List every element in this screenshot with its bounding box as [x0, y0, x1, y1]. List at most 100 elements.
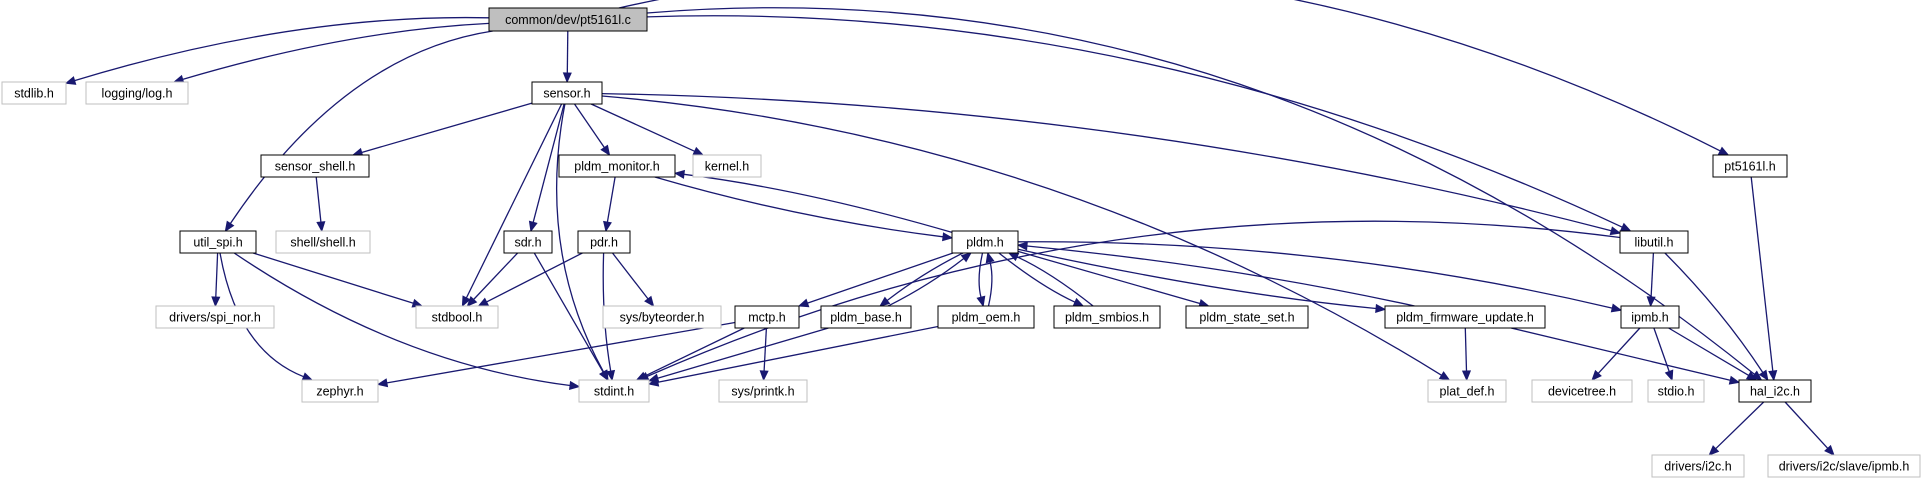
node-label: stdio.h	[1658, 385, 1695, 399]
node-box	[1712, 154, 1788, 178]
node-hal-i2c[interactable]: hal_i2c.h	[1738, 379, 1812, 403]
edge-line	[1464, 327, 1468, 372]
arrowhead-icon	[1461, 370, 1472, 382]
arrowhead-icon	[759, 370, 769, 382]
arrowhead-icon	[528, 220, 538, 233]
edge-line	[887, 257, 965, 307]
node-label: pldm.h	[966, 236, 1004, 250]
edge-mctp-to-zephyr	[376, 321, 736, 388]
edge-line	[657, 327, 829, 379]
node-i2c-slave-ipmb: drivers/i2c/slave/ipmb.h	[1767, 454, 1921, 478]
arrowhead-icon	[1728, 375, 1741, 385]
node-pldm-oem[interactable]: pldm_oem.h	[937, 305, 1035, 329]
arrowhead-icon	[1591, 369, 1602, 381]
arrowhead-icon	[1646, 296, 1656, 308]
node-label: stdlib.h	[14, 87, 54, 101]
arrowhead-icon	[879, 296, 891, 307]
edge-pldm_base-to-stdint	[647, 327, 829, 383]
arrowhead-icon	[1072, 297, 1085, 307]
edge-root-to-pt5161l	[618, 0, 1730, 156]
node-pldm-base[interactable]: pldm_base.h	[820, 305, 912, 329]
edge-line	[486, 252, 583, 303]
arrowhead-icon	[64, 76, 77, 85]
arrowhead-icon	[1758, 369, 1769, 382]
edge-pldm_monitor-to-pdr	[603, 176, 616, 233]
node-pldm-monitor[interactable]: pldm_monitor.h	[558, 154, 676, 178]
node-pt5161l[interactable]: pt5161l.h	[1712, 154, 1788, 178]
edge-pldm_oem-to-stdint	[647, 325, 939, 387]
edge-line	[533, 252, 604, 373]
edge-line	[807, 252, 954, 304]
node-box	[692, 154, 762, 178]
node-pldm-smbios[interactable]: pldm_smbios.h	[1053, 305, 1161, 329]
node-label: sensor.h	[543, 87, 590, 101]
edge-root-to-stdlib	[64, 16, 490, 85]
edge-line	[987, 261, 993, 307]
node-sensor-shell[interactable]: sensor_shell.h	[260, 154, 370, 178]
node-stdint: stdint.h	[578, 379, 650, 403]
node-pldm-fw[interactable]: pldm_firmware_update.h	[1384, 305, 1546, 329]
node-label: stdint.h	[594, 385, 634, 399]
edge-line	[1715, 401, 1765, 450]
edge-sensor-to-sdr	[528, 103, 565, 233]
edge-pldm-to-pldm_monitor	[673, 169, 953, 234]
edge-line	[532, 103, 565, 223]
node-root[interactable]: common/dev/pt5161l.c	[488, 7, 648, 32]
node-label: devicetree.h	[1548, 385, 1616, 399]
node-shell: shell/shell.h	[275, 230, 371, 254]
edge-pldm-to-pldm_fw	[1017, 248, 1387, 314]
node-sdr[interactable]: sdr.h	[503, 230, 553, 254]
edge-root-to-log	[172, 22, 490, 84]
arrowhead-icon	[599, 369, 609, 382]
node-mctp[interactable]: mctp.h	[734, 305, 800, 329]
edge-sensor-to-plat_def	[601, 95, 1451, 381]
node-pldm-state-set[interactable]: pldm_state_set.h	[1185, 305, 1309, 329]
edge-line	[182, 22, 490, 81]
node-printk: sys/printk.h	[718, 379, 808, 403]
node-label: sensor_shell.h	[275, 160, 356, 174]
edge-pldm-to-mctp	[797, 252, 954, 308]
node-box	[558, 154, 676, 178]
edge-line	[646, 7, 1755, 375]
edge-mctp-to-printk	[759, 327, 769, 382]
node-plat-def: plat_def.h	[1427, 379, 1507, 403]
edge-pldm_monitor-to-pldm	[654, 176, 954, 242]
arrowhead-icon	[600, 144, 611, 157]
node-box	[1185, 305, 1309, 329]
edge-hal_i2c-to-i2c_slave_ipmb	[1784, 401, 1835, 456]
edge-line	[473, 252, 519, 300]
node-pdr[interactable]: pdr.h	[577, 230, 631, 254]
node-sensor[interactable]: sensor.h	[531, 81, 603, 105]
arrowhead-icon	[211, 296, 221, 308]
edge-line	[998, 252, 1076, 303]
edge-ipmb-to-stdio	[1653, 327, 1674, 382]
edge-line	[886, 252, 964, 302]
edge-line	[252, 252, 414, 304]
node-ipmb[interactable]: ipmb.h	[1620, 305, 1680, 329]
edge-pldm_fw-to-pldm	[1016, 241, 1415, 307]
node-util-spi[interactable]: util_spi.h	[179, 230, 257, 254]
edge-line	[618, 0, 1721, 152]
node-box	[937, 305, 1035, 329]
edge-line	[646, 15, 1623, 228]
node-stdio: stdio.h	[1647, 379, 1705, 403]
edge-line	[1017, 250, 1201, 305]
node-libutil[interactable]: libutil.h	[1619, 230, 1689, 254]
node-label: pt5161l.h	[1724, 160, 1775, 174]
edge-line	[573, 103, 605, 148]
node-box	[734, 305, 800, 329]
edge-line	[1026, 245, 1415, 307]
node-pldm[interactable]: pldm.h	[951, 230, 1019, 254]
edge-pldm_oem-to-pldm	[985, 251, 995, 307]
node-zephyr: zephyr.h	[301, 379, 379, 403]
edge-line	[1784, 401, 1829, 449]
edge-line	[566, 30, 569, 74]
node-box	[503, 230, 553, 254]
node-label: pldm_state_set.h	[1199, 311, 1294, 325]
node-box	[1531, 379, 1633, 403]
edge-sensor-to-libutil	[601, 92, 1622, 236]
node-stdbool: stdbool.h	[415, 305, 499, 329]
node-box	[1384, 305, 1546, 329]
arrowhead-icon	[644, 295, 655, 308]
